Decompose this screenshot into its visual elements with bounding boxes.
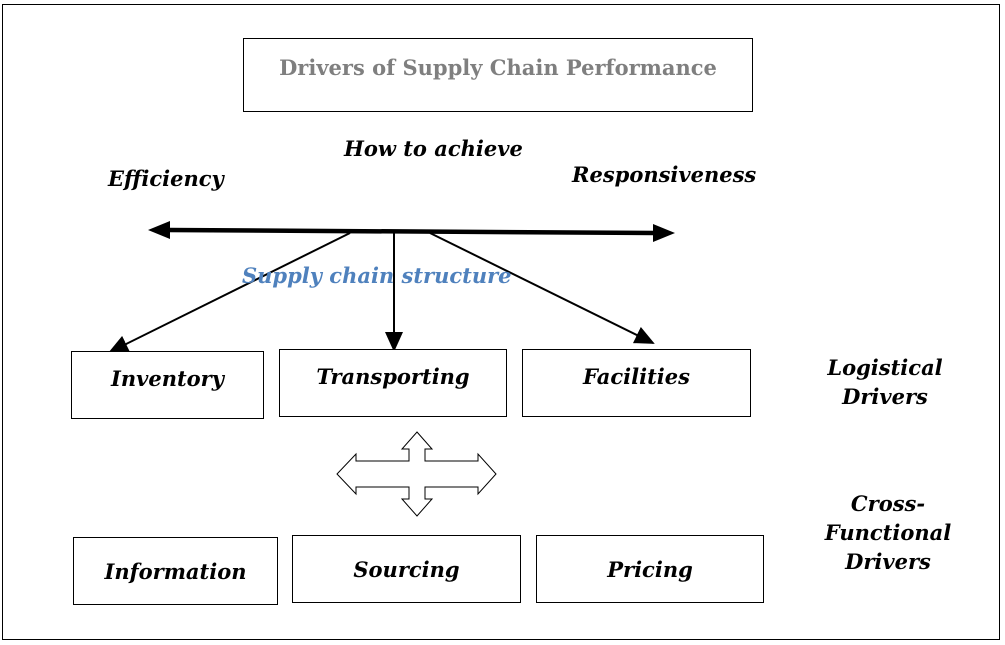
tradeoff-axis-left-arrowhead — [148, 221, 170, 239]
how-to-achieve-label: How to achieve — [344, 136, 523, 161]
node-information-label: Information — [104, 558, 247, 584]
node-inventory: Inventory — [71, 351, 264, 419]
responsiveness-label: Responsiveness — [572, 162, 757, 187]
node-sourcing: Sourcing — [292, 535, 521, 603]
diagram-frame — [2, 4, 1000, 640]
node-sourcing-label: Sourcing — [353, 556, 460, 582]
efficiency-label: Efficiency — [108, 166, 224, 191]
node-information: Information — [73, 537, 278, 605]
cross-functional-drivers-label: Cross- Functional Drivers — [822, 489, 954, 576]
logistical-drivers-label: Logistical Drivers — [822, 353, 948, 411]
node-transporting: Transporting — [279, 349, 507, 417]
logistical-label-line2: Drivers — [842, 384, 928, 409]
node-pricing-label: Pricing — [607, 556, 693, 582]
node-facilities-label: Facilities — [583, 363, 690, 389]
cross-functional-label-line1: Cross- — [850, 491, 926, 516]
tradeoff-axis-line — [167, 227, 656, 236]
node-transporting-label: Transporting — [316, 363, 470, 389]
four-way-arrow-icon — [336, 431, 497, 517]
tradeoff-axis-right-arrowhead — [653, 224, 675, 242]
arrow-to-inventory — [108, 232, 351, 353]
title-box: Drivers of Supply Chain Performance — [243, 38, 753, 112]
cross-functional-label-line2: Functional — [824, 520, 952, 545]
supply-chain-structure-label: Supply chain structure — [242, 263, 512, 288]
diagram-title: Drivers of Supply Chain Performance — [279, 54, 717, 80]
cross-functional-label-line3: Drivers — [845, 549, 931, 574]
node-facilities: Facilities — [522, 349, 751, 417]
node-inventory-label: Inventory — [111, 365, 224, 391]
node-pricing: Pricing — [536, 535, 764, 603]
logistical-label-line1: Logistical — [827, 355, 943, 380]
arrow-to-facilities — [429, 232, 655, 344]
